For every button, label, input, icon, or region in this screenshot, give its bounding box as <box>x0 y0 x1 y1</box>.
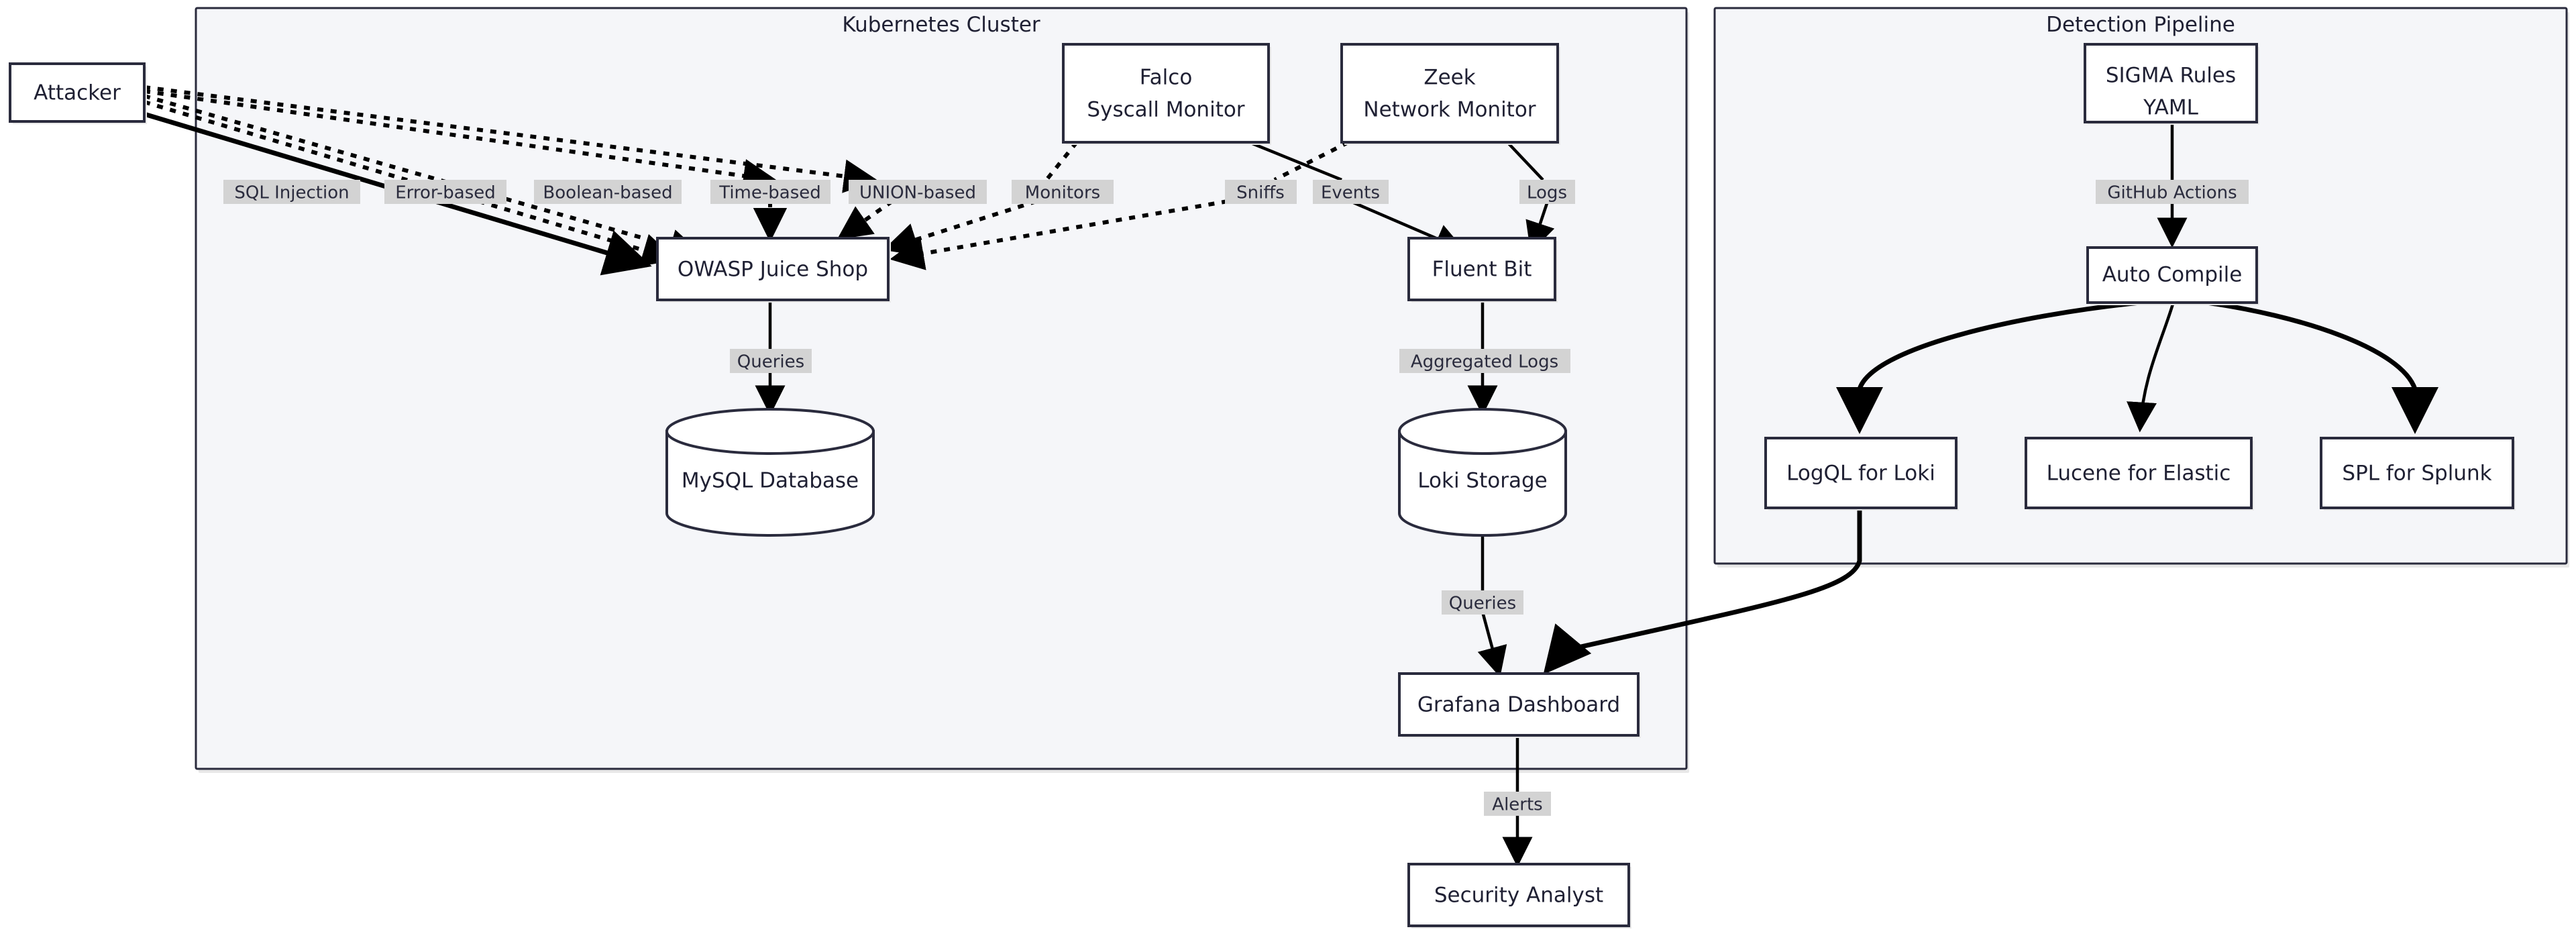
svg-text:Logs: Logs <box>1527 183 1567 203</box>
edge-logql-grafana <box>1543 510 1862 675</box>
node-security-analyst[interactable]: Security Analyst <box>1407 863 1631 929</box>
svg-text:Boolean-based: Boolean-based <box>543 183 672 203</box>
edge-label-error-based: Error-based <box>384 180 506 204</box>
edge-group-monitors <box>883 140 1350 270</box>
edge-label-github-actions: GitHub Actions <box>2096 180 2249 204</box>
node-zeek-label-line2: Network Monitor <box>1363 98 1536 122</box>
node-zeek-network-monitor[interactable]: Zeek Network Monitor <box>1340 43 1560 145</box>
svg-text:UNION-based: UNION-based <box>859 183 976 203</box>
svg-text:Queries: Queries <box>737 352 804 372</box>
node-fluent-bit[interactable]: Fluent Bit <box>1407 237 1558 303</box>
node-attacker-label: Attacker <box>34 81 121 105</box>
node-owasp-juice-shop-label: OWASP Juice Shop <box>678 258 868 282</box>
svg-text:Alerts: Alerts <box>1492 795 1542 815</box>
svg-text:Monitors: Monitors <box>1025 183 1100 203</box>
svg-text:Queries: Queries <box>1449 594 1516 614</box>
edge-logs <box>1506 141 1544 181</box>
edge-label-aggregated-logs: Aggregated Logs <box>1399 349 1570 373</box>
node-lucene-for-elastic[interactable]: Lucene for Elastic <box>2025 437 2254 511</box>
node-attacker[interactable]: Attacker <box>9 62 147 124</box>
edge-label-queries-db: Queries <box>730 349 812 373</box>
node-owasp-juice-shop[interactable]: OWASP Juice Shop <box>656 237 891 303</box>
node-spl-label: SPL for Splunk <box>2342 462 2491 486</box>
edge-compile-spl <box>2201 299 2438 434</box>
node-auto-compile[interactable]: Auto Compile <box>2086 246 2259 305</box>
node-auto-compile-label: Auto Compile <box>2102 263 2243 287</box>
node-fluent-bit-label: Fluent Bit <box>1432 258 1532 282</box>
node-zeek-label-line1: Zeek <box>1424 66 1475 90</box>
edge-group-detection <box>1543 122 2438 675</box>
edge-boolean-based <box>144 94 704 262</box>
svg-text:Events: Events <box>1321 183 1380 203</box>
edge-label-alerts: Alerts <box>1484 792 1551 816</box>
edge-group-main <box>755 302 1533 867</box>
cluster-kubernetes-title: Kubernetes Cluster <box>842 13 1040 37</box>
node-lucene-label: Lucene for Elastic <box>2047 462 2231 486</box>
edge-compile-lucene <box>2127 301 2176 433</box>
edge-label-monitors: Monitors <box>1012 180 1114 204</box>
edge-label-sql-injection: SQL Injection <box>223 180 360 204</box>
node-mysql-database[interactable]: MySQL Database <box>665 408 875 537</box>
edge-compile-logql <box>1836 299 2147 434</box>
edge-label-logs: Logs <box>1519 180 1575 204</box>
edge-label-sniffs: Sniffs <box>1225 180 1297 204</box>
edge-time-based <box>144 89 777 193</box>
node-falco-syscall-monitor[interactable]: Falco Syscall Monitor <box>1062 43 1271 145</box>
edge-union-based <box>144 85 878 193</box>
node-sigma-label-line1: SIGMA Rules <box>2106 64 2236 88</box>
node-grafana-dashboard-label: Grafana Dashboard <box>1417 693 1620 717</box>
edge-events <box>1248 140 1342 182</box>
node-loki-storage[interactable]: Loki Storage <box>1398 408 1567 537</box>
edge-label-boolean-based: Boolean-based <box>534 180 682 204</box>
svg-text:Aggregated Logs: Aggregated Logs <box>1411 352 1558 372</box>
svg-text:GitHub Actions: GitHub Actions <box>2107 183 2237 203</box>
edge-label-queries-loki: Queries <box>1442 590 1523 615</box>
edge-label-events: Events <box>1313 180 1389 204</box>
node-logql-label: LogQL for Loki <box>1786 462 1935 486</box>
edge-error-based <box>144 100 677 267</box>
svg-text:Sniffs: Sniffs <box>1236 183 1285 203</box>
node-falco-label-line2: Syscall Monitor <box>1087 98 1244 122</box>
edge-sniffs <box>1273 140 1350 182</box>
node-security-analyst-label: Security Analyst <box>1434 884 1603 908</box>
svg-text:SQL Injection: SQL Injection <box>234 183 349 203</box>
edge-label-union-based: UNION-based <box>849 180 987 204</box>
node-sigma-rules[interactable]: SIGMA Rules YAML <box>2084 43 2259 125</box>
node-sigma-label-line2: YAML <box>2143 96 2198 120</box>
edge-label-time-based: Time-based <box>710 180 830 204</box>
node-spl-for-splunk[interactable]: SPL for Splunk <box>2320 437 2516 511</box>
node-logql-for-loki[interactable]: LogQL for Loki <box>1764 437 1959 511</box>
svg-text:Time-based: Time-based <box>718 183 821 203</box>
svg-text:Error-based: Error-based <box>395 183 496 203</box>
cluster-detection-title: Detection Pipeline <box>2046 13 2235 37</box>
node-loki-storage-label: Loki Storage <box>1417 469 1547 493</box>
node-grafana-dashboard[interactable]: Grafana Dashboard <box>1398 672 1641 738</box>
node-mysql-database-label: MySQL Database <box>682 469 859 493</box>
node-falco-label-line1: Falco <box>1140 66 1193 90</box>
